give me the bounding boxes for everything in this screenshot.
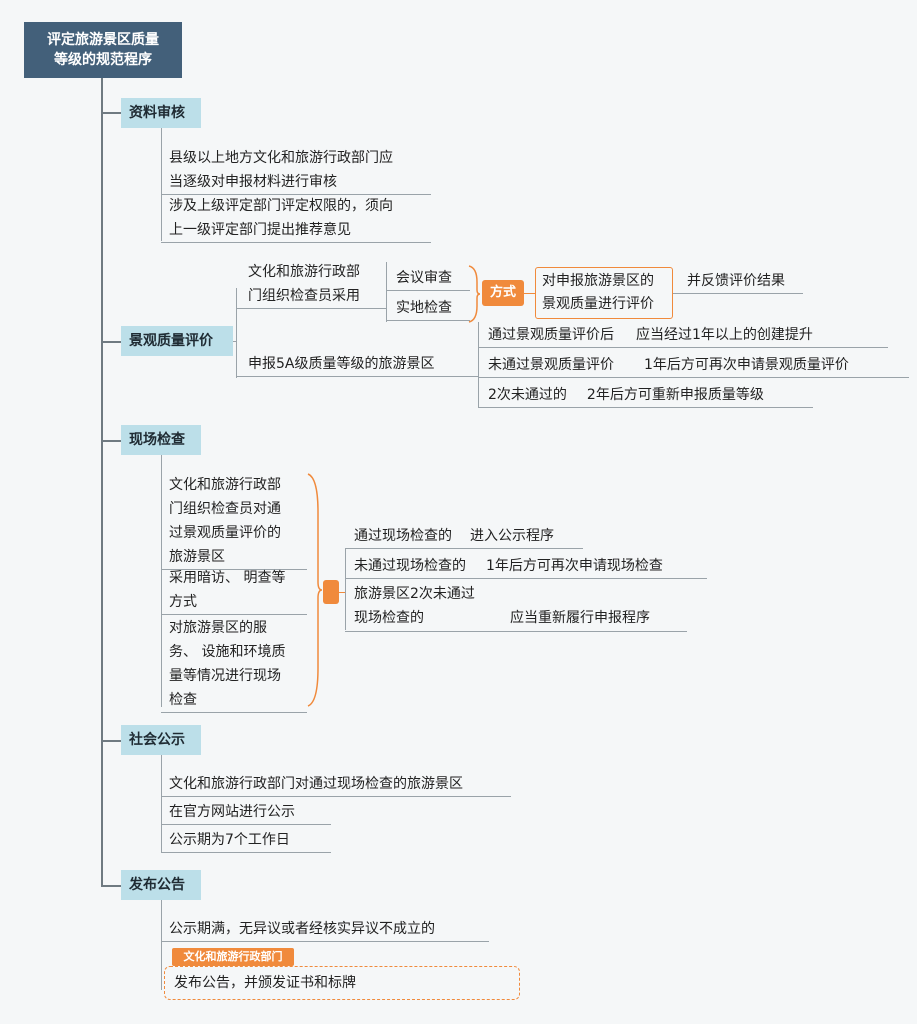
cases-connector — [478, 322, 479, 408]
inspection-tag-connector — [339, 592, 345, 593]
publicity-connector — [161, 755, 162, 853]
inspection-item-3: 对旅游景区的服 务、 设施和环境质 量等情况进行现场 检查 — [161, 616, 307, 713]
branch-review: 资料审核 — [121, 98, 201, 128]
branch-connector — [101, 112, 121, 114]
root-node: 评定旅游景区质量 等级的规范程序 — [24, 22, 182, 78]
branch-publicity: 社会公示 — [121, 725, 201, 755]
review-item-1: 县级以上地方文化和旅游行政部门应 当逐级对申报材料进行审核 — [161, 146, 431, 195]
branch-announce: 发布公告 — [121, 870, 201, 900]
publicity-item-1: 文化和旅游行政部门对通过现场检查的旅游景区 — [161, 772, 511, 797]
evaluate-box: 对申报旅游景区的 景观质量进行评价 — [535, 267, 673, 319]
announce-connector — [161, 900, 162, 990]
quality-connector — [236, 288, 237, 378]
root-title-line2: 等级的规范程序 — [54, 52, 152, 68]
root-title-line1: 评定旅游景区质量 — [47, 32, 159, 48]
announce-condition: 公示期满，无异议或者经核实异议不成立的 — [161, 917, 489, 942]
announce-action-box: 发布公告，并颁发证书和标牌 — [164, 966, 520, 1000]
branch-quality: 景观质量评价 — [121, 326, 233, 356]
review-item-2: 涉及上级评定部门评定权限的，须向 上一级评定部门提出推荐意见 — [161, 194, 431, 243]
announce-action: 发布公告，并颁发证书和标牌 — [174, 975, 356, 991]
branch-inspection: 现场检查 — [121, 425, 201, 455]
quality-staff: 文化和旅游行政部 门组织检查员采用 — [236, 260, 386, 309]
inspection-item-1: 文化和旅游行政部 门组织检查员对通 过景观质量评价的 旅游景区 — [161, 473, 307, 570]
inspection-tag — [323, 580, 339, 604]
method-onsite: 实地检查 — [386, 296, 470, 321]
method-brace — [468, 265, 481, 323]
publicity-item-2: 在官方网站进行公示 — [161, 800, 331, 825]
method-tag: 方式 — [482, 280, 524, 306]
methods-connector — [386, 262, 387, 322]
branch-connector — [101, 885, 121, 887]
quality-connector-h — [233, 341, 237, 342]
announce-tag: 文化和旅游行政部门 — [172, 948, 294, 966]
branch-connector — [101, 341, 121, 343]
outcome-twice-fail: 旅游景区2次未通过 现场检查的应当重新履行申报程序 — [345, 582, 687, 632]
branch-connector — [101, 740, 121, 742]
method-meeting: 会议审查 — [386, 266, 470, 291]
publicity-item-3: 公示期为7个工作日 — [161, 828, 331, 853]
trunk-line — [101, 78, 103, 886]
feedback: 并反馈评价结果 — [673, 269, 803, 294]
outcomes-connector — [345, 548, 346, 630]
outcome-pass: 通过现场检查的进入公示程序 — [345, 524, 583, 549]
tag-connector — [524, 293, 536, 294]
branch-connector — [101, 440, 121, 442]
inspection-connector — [161, 455, 162, 707]
case-pass: 通过景观质量评价后应当经过1年以上的创建提升 — [478, 323, 888, 348]
inspection-item-2: 采用暗访、 明查等 方式 — [161, 566, 307, 615]
review-connector — [161, 128, 162, 241]
fiveA-scope: 申报5A级质量等级的旅游景区 — [236, 352, 478, 377]
inspection-brace — [307, 473, 323, 707]
